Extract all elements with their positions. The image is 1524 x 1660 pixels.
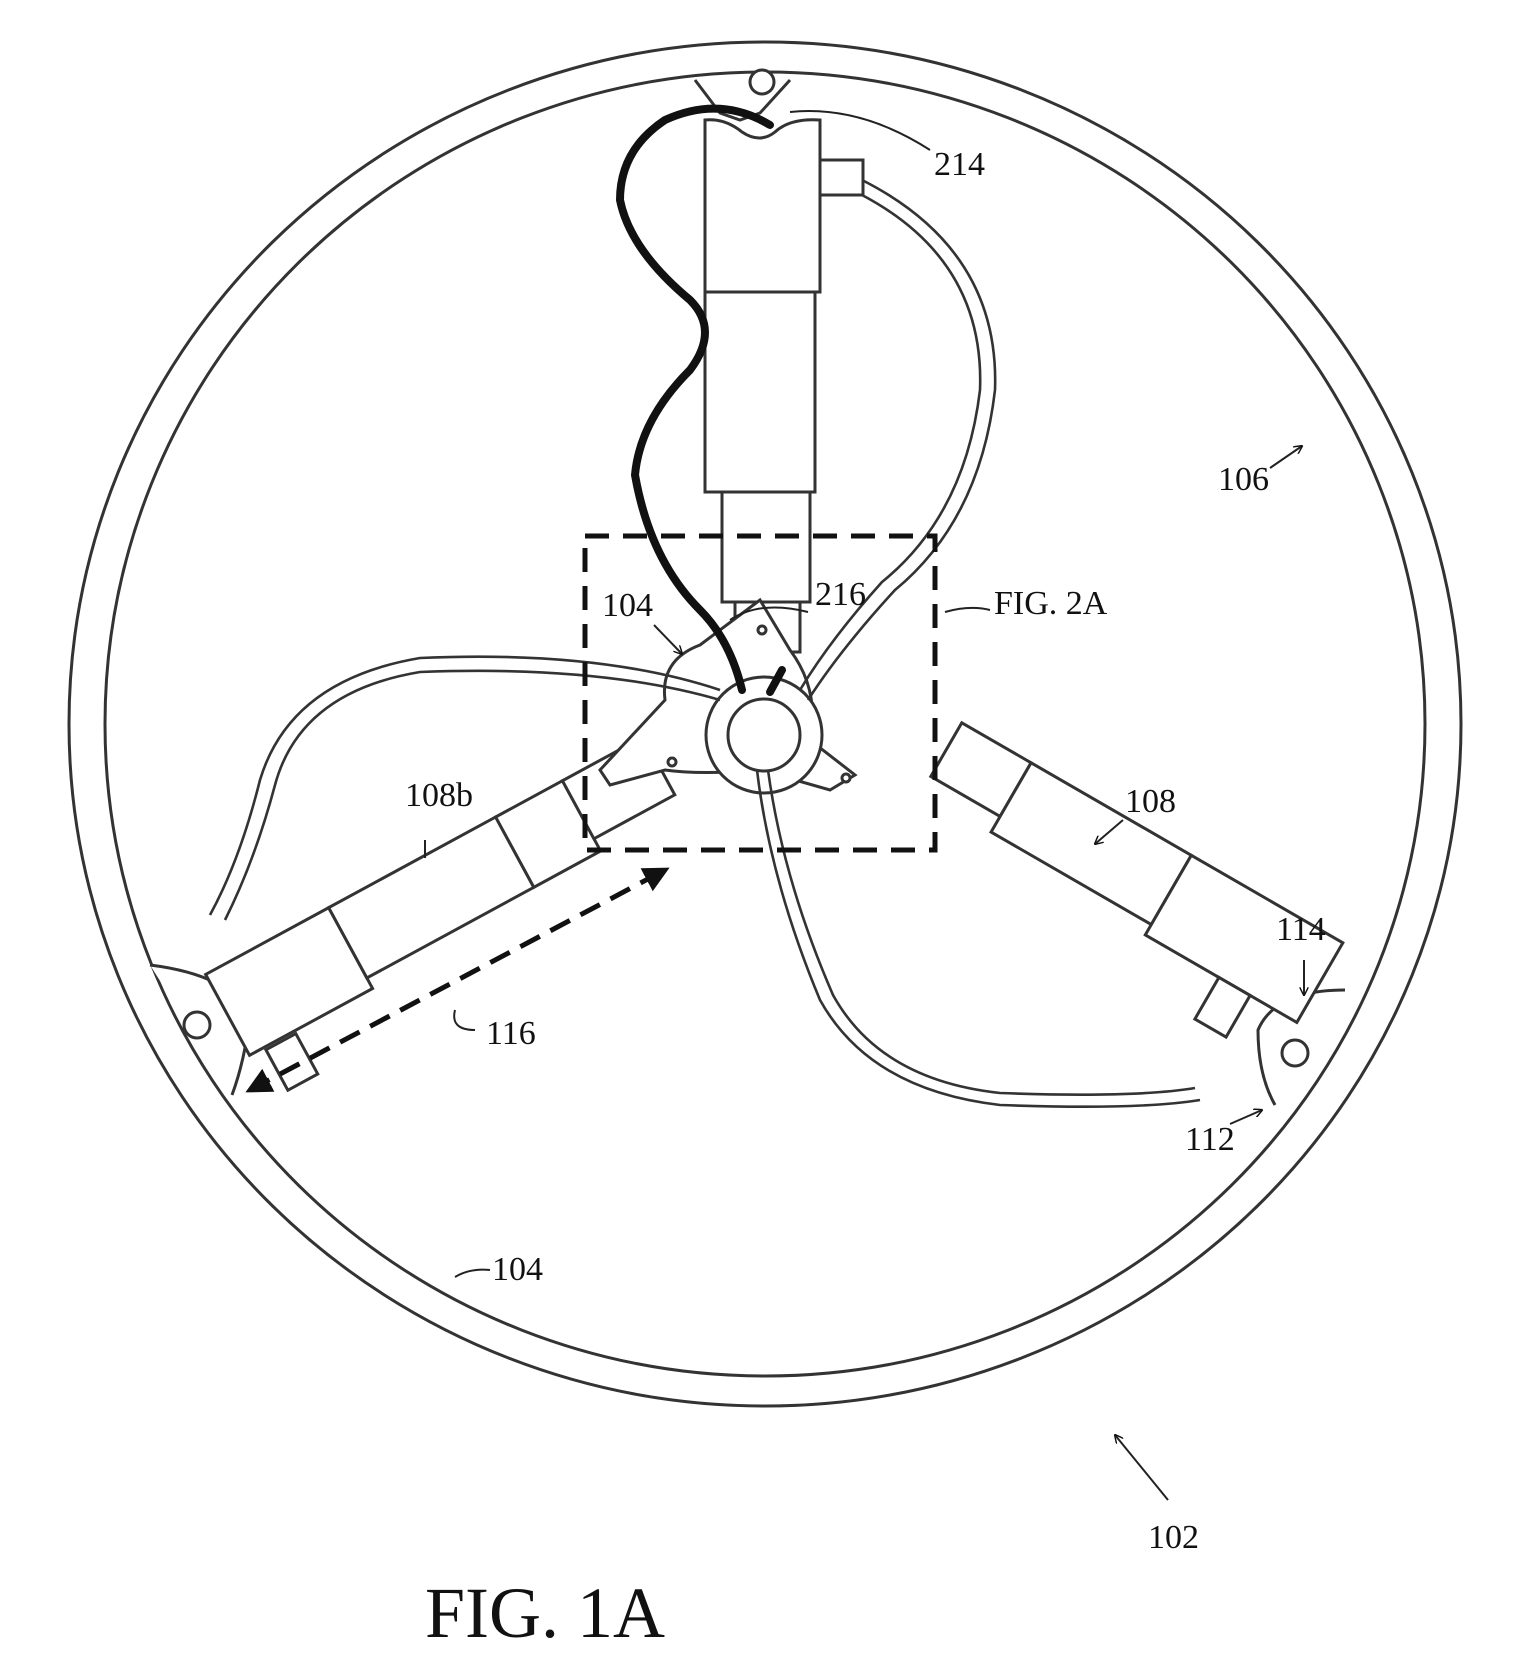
- label-216: 216: [815, 576, 866, 613]
- label-108b: 108b: [405, 777, 473, 814]
- pointer-arrows: [653, 446, 1304, 1501]
- label-106: 106: [1218, 461, 1269, 498]
- figure-caption: FIG. 1A: [425, 1573, 665, 1653]
- detail-box-fig2a: [582, 533, 938, 853]
- label-214: 214: [934, 146, 985, 183]
- travel-arrow-116: [245, 867, 670, 1093]
- cable-tubes: [208, 178, 1201, 1108]
- label-116: 116: [486, 1015, 536, 1052]
- leader-lines: [424, 110, 991, 1278]
- power-cable-lead: [766, 666, 786, 696]
- label-fig2a: FIG. 2A: [994, 585, 1108, 622]
- right-actuator-108: [928, 720, 1345, 1040]
- central-hub: [598, 597, 858, 795]
- power-cable: [615, 104, 774, 694]
- label-114: 114: [1276, 911, 1326, 948]
- label-108: 108: [1125, 783, 1176, 820]
- label-104-ring: 104: [492, 1251, 543, 1288]
- label-112: 112: [1185, 1121, 1235, 1158]
- label-104-hub: 104: [602, 587, 653, 624]
- top-actuator: [703, 118, 865, 654]
- label-102: 102: [1148, 1519, 1199, 1556]
